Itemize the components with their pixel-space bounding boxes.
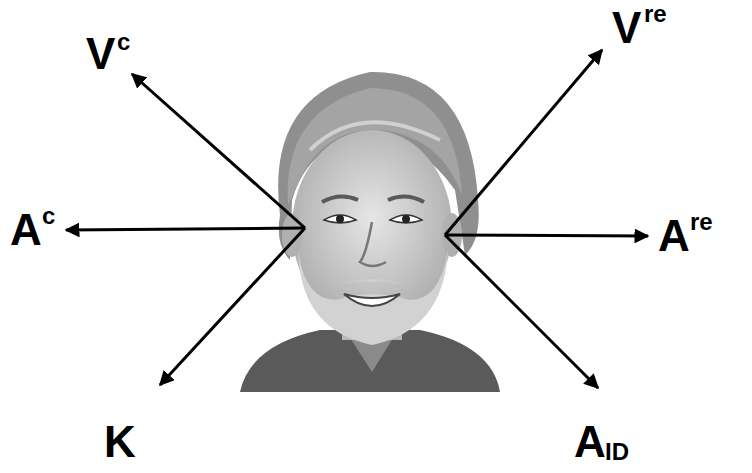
arrow [445,50,602,235]
hair-streak [310,122,440,150]
cue-letter: K [104,420,136,464]
eyebrow [322,196,358,202]
arrows [66,50,648,388]
nose [360,222,386,266]
arrow [445,235,598,388]
eyebrow [388,196,424,202]
cue-letter: V [612,6,641,50]
arrow [160,228,305,385]
cue-letter: A [574,420,606,464]
cue-index: c [117,30,130,54]
beard [298,250,448,345]
cue-index: c [42,204,55,228]
hair-front [288,88,462,205]
cue-index: ID [605,440,629,464]
cue-letter: V [86,32,115,76]
arrow [132,74,305,228]
arrow [445,235,648,236]
smile [344,294,400,306]
cue-index: re [690,210,713,234]
arrow [66,228,305,230]
pupil [336,215,344,223]
cue-letter: A [658,214,690,258]
cue-letter: A [10,208,42,252]
eye [324,215,356,223]
cue-index: re [644,2,667,26]
pupil [402,215,410,223]
moustache [338,279,408,286]
eye [390,215,422,223]
